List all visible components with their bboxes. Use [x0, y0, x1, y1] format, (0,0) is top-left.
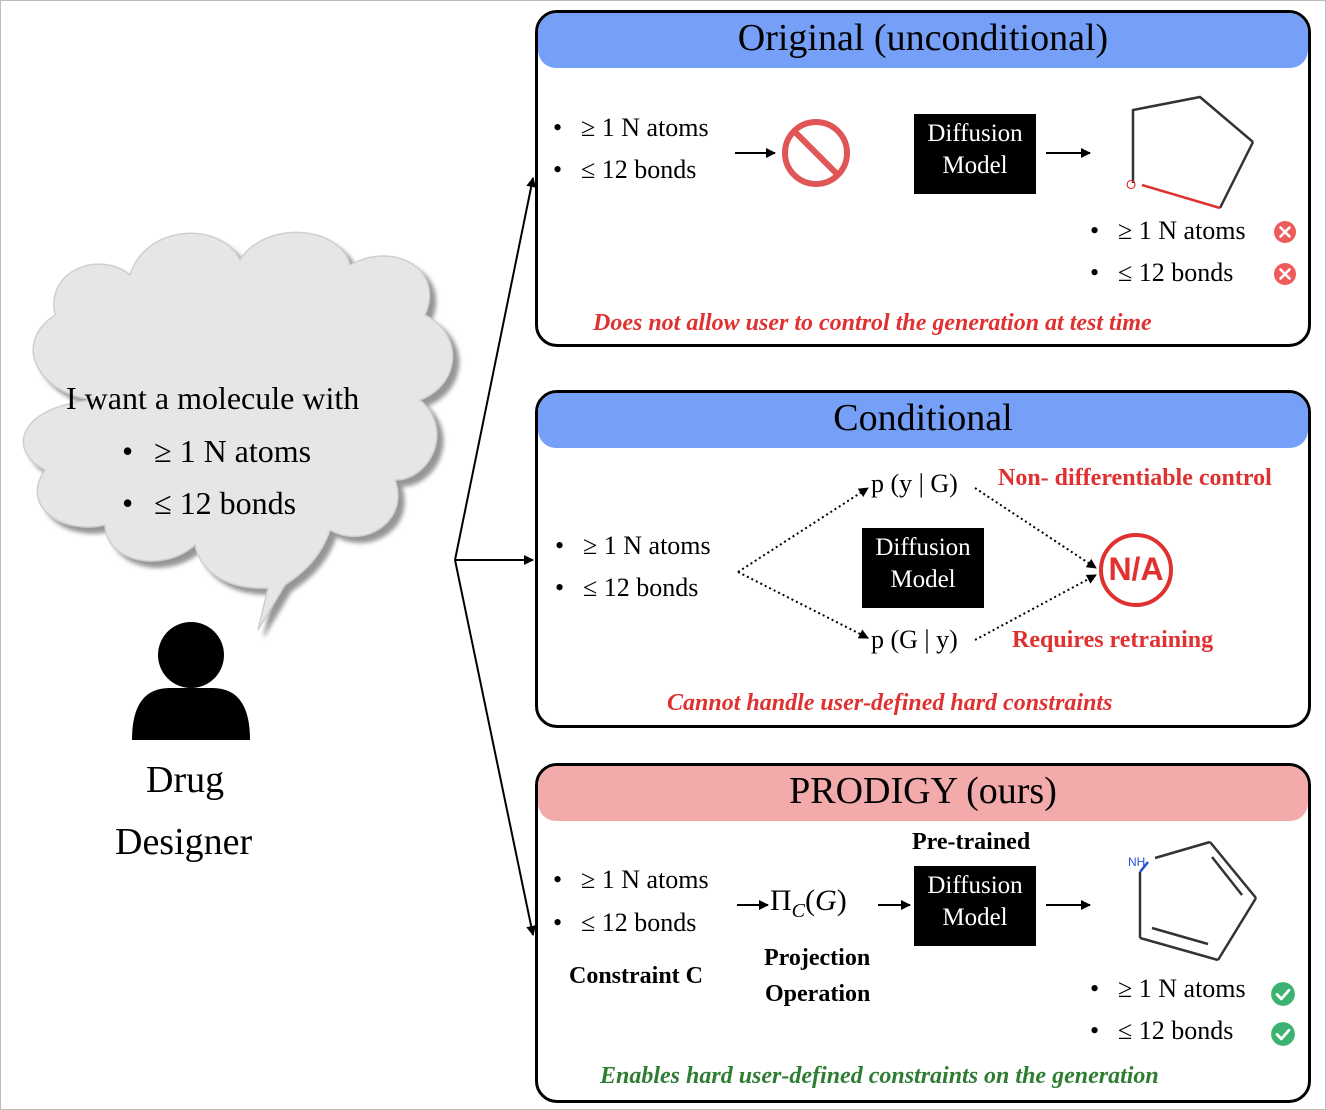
p1-input-bonds-text: ≤ 12 bonds — [581, 155, 697, 184]
speech-item-atoms: •≥ 1 N atoms — [122, 433, 312, 469]
speech-cloud — [22, 231, 454, 631]
p3-input-bonds-text: ≤ 12 bonds — [581, 908, 697, 937]
panel-original-title: Original (unconditional) — [538, 13, 1308, 68]
p1-model-line2: Model — [942, 152, 1008, 179]
person-label-line2: Designer — [115, 821, 253, 863]
p3-pretrained-label: Pre-trained — [912, 829, 1031, 855]
prohibited-icon — [782, 119, 850, 187]
p1-diffusion-model: Diffusion Model — [914, 114, 1036, 194]
panel-prodigy-title: PRODIGY (ours) — [538, 766, 1308, 821]
p3-caption: Enables hard user-defined constraints on… — [600, 1063, 1159, 1089]
panel2-graphics — [737, 487, 1173, 641]
p1-input-atoms-text: ≥ 1 N atoms — [581, 113, 709, 142]
p2-caption: Cannot handle user-defined hard constrai… — [667, 690, 1113, 716]
p1-fail-icon-bonds — [1274, 263, 1296, 285]
person-label-line1: Drug — [146, 759, 225, 801]
panel3-graphics — [737, 840, 1258, 962]
p3-check-icon-bonds — [1271, 1022, 1295, 1046]
speech-item-bonds: •≤ 12 bonds — [122, 485, 297, 521]
pyrrole-molecule — [1138, 840, 1258, 962]
panel-original: Original (unconditional) — [535, 10, 1311, 347]
p2-note-upper: Non- differentiable control — [998, 465, 1272, 491]
p3-input-bonds: •≤ 12 bonds — [553, 908, 697, 937]
speech-item-bonds-text: ≤ 12 bonds — [154, 485, 297, 521]
p3-model-line1: Diffusion — [927, 872, 1023, 899]
p3-atom-label: NH — [1128, 855, 1146, 869]
p3-projection-symbol: ΠC(G) — [770, 884, 847, 922]
p3-input-atoms-text: ≥ 1 N atoms — [581, 865, 709, 894]
p2-lower-prob: p (G | y) — [871, 625, 958, 654]
branch-arrows — [454, 177, 537, 936]
p1-output-atoms-text: ≥ 1 N atoms — [1118, 216, 1246, 245]
p3-check-icon-atoms — [1271, 982, 1295, 1006]
p3-projection-line1: Projection — [764, 945, 871, 971]
speech-item-atoms-text: ≥ 1 N atoms — [154, 433, 312, 469]
p1-fail-icon-atoms — [1274, 221, 1296, 243]
p2-na-badge: N/A — [1108, 551, 1164, 587]
p3-output-bonds: •≤ 12 bonds — [1090, 1016, 1234, 1045]
person-icon — [132, 622, 250, 740]
p3-output-atoms-text: ≥ 1 N atoms — [1118, 974, 1246, 1003]
p2-input-atoms: •≥ 1 N atoms — [555, 531, 711, 560]
p3-diffusion-model: Diffusion Model — [914, 866, 1036, 946]
p3-output-bonds-text: ≤ 12 bonds — [1118, 1016, 1234, 1045]
p1-output-bonds: •≤ 12 bonds — [1090, 258, 1234, 287]
p2-note-lower: Requires retraining — [1012, 627, 1214, 653]
p1-output-bonds-text: ≤ 12 bonds — [1118, 258, 1234, 287]
p1-atom-label: O — [1126, 177, 1137, 192]
speech-line: I want a molecule with — [66, 380, 360, 416]
p2-diffusion-model: Diffusion Model — [862, 528, 984, 608]
thf-molecule — [1131, 95, 1255, 210]
p3-constraint-label: Constraint C — [569, 963, 704, 989]
panel-conditional-title: Conditional — [538, 393, 1308, 448]
p1-input-bonds: •≤ 12 bonds — [553, 155, 697, 184]
p2-input-bonds-text: ≤ 12 bonds — [583, 573, 699, 602]
p2-input-atoms-text: ≥ 1 N atoms — [583, 531, 711, 560]
p2-input-bonds: •≤ 12 bonds — [555, 573, 699, 602]
p1-input-atoms: •≥ 1 N atoms — [553, 113, 709, 142]
p3-projection-line2: Operation — [765, 981, 871, 1007]
p2-upper-prob: p (y | G) — [871, 469, 958, 498]
p1-output-atoms: •≥ 1 N atoms — [1090, 216, 1246, 245]
panel-prodigy: PRODIGY (ours) — [535, 763, 1311, 1103]
p2-model-line2: Model — [890, 566, 956, 593]
panel1-graphics — [735, 95, 1255, 210]
p1-caption: Does not allow user to control the gener… — [593, 310, 1152, 336]
p3-input-atoms: •≥ 1 N atoms — [553, 865, 709, 894]
p1-model-line1: Diffusion — [927, 120, 1023, 147]
p3-model-line2: Model — [942, 904, 1008, 931]
p3-output-atoms: •≥ 1 N atoms — [1090, 974, 1246, 1003]
p2-model-line1: Diffusion — [875, 534, 971, 561]
panel-conditional: Conditional — [535, 390, 1311, 728]
